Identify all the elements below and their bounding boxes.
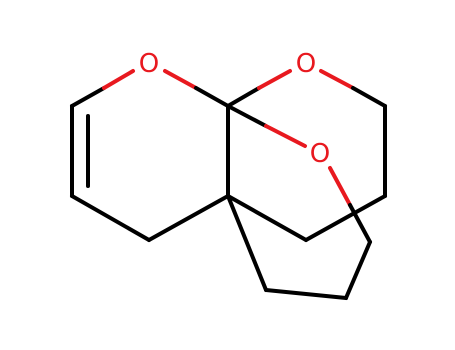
bond-c3-c4: [147, 194, 230, 242]
bond-c2-c3: [70, 194, 151, 242]
bond-c6-c7: [304, 194, 387, 242]
bond-c5-o3-carbon-half: [226, 104, 268, 128]
carbon-bonds: [70, 104, 387, 300]
atom-label-o3: O: [310, 139, 330, 169]
bond-c9-c10: [264, 288, 348, 300]
bond-o3-c11-carbon-half: [348, 203, 372, 244]
bond-c4-c6: [226, 194, 308, 242]
bond-c1-o1-oxygen-half: [102, 69, 135, 90]
bond-o3-c11-oxygen-half: [328, 166, 352, 207]
atom-labels: O O O: [139, 49, 330, 169]
bond-c10-c11: [344, 240, 372, 300]
bond-c5-o2-oxygen-half: [257, 69, 292, 90]
bond-o2-c8-carbon-half: [351, 86, 387, 108]
oxygen-bonds: [70, 69, 387, 244]
bond-c1-o1-carbon-half: [70, 86, 106, 108]
bond-c4-c9: [226, 194, 268, 292]
bond-o2-c8-oxygen-half: [319, 69, 355, 90]
atom-label-o1: O: [139, 49, 159, 79]
bond-c5-o3-oxygen-half: [264, 124, 307, 148]
bond-o1-c5-carbon-half: [194, 86, 230, 108]
bond-o1-c5-oxygen-half: [163, 69, 198, 90]
atom-label-o2: O: [296, 49, 316, 79]
bond-c5-o2-carbon-half: [226, 86, 261, 108]
